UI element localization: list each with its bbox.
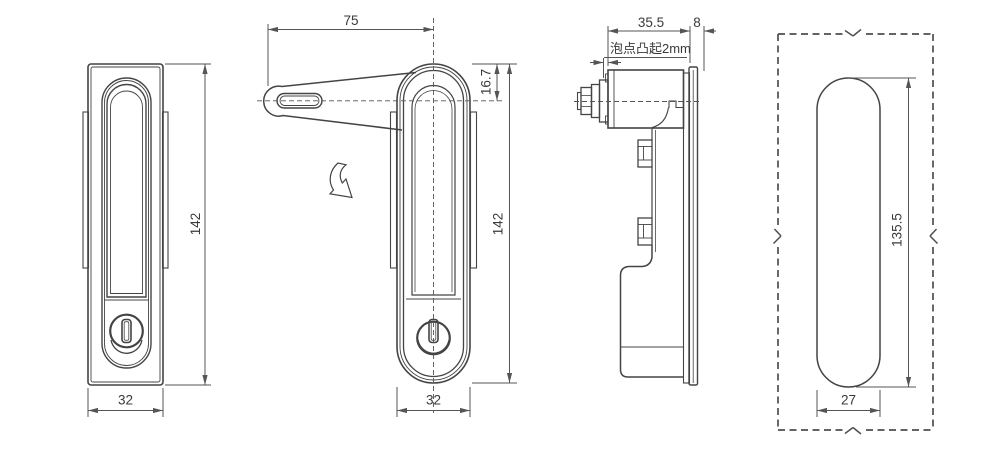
cylinder-nut — [580, 86, 593, 116]
bubble-note: 泡点凸起2mm — [610, 41, 691, 56]
bezel-lip — [682, 72, 691, 384]
dim-front-open-width: 32 — [426, 393, 441, 408]
clip-upper — [637, 139, 653, 168]
bezel-inner — [90, 66, 161, 383]
panel-border — [777, 33, 934, 431]
keyhole — [121, 318, 132, 344]
view-front-open — [257, 18, 503, 413]
lock-cylinder — [109, 313, 144, 349]
housing-block — [607, 69, 685, 129]
dim-side-panel: 8 — [693, 15, 701, 30]
break-marks — [772, 28, 939, 435]
dim-front-open-handle-length: 75 — [343, 13, 358, 28]
left-tab — [389, 111, 398, 269]
view-side — [574, 66, 701, 386]
handle-inner — [110, 90, 143, 294]
dim-front-closed-width: 32 — [118, 393, 133, 408]
view-front-closed-dims — [87, 63, 211, 417]
cylinder-recess — [417, 339, 450, 354]
view-front-open-dims — [267, 24, 517, 417]
view-front-closed — [82, 63, 169, 386]
cam-body — [619, 245, 684, 378]
view-panel-cutout — [772, 28, 939, 435]
dim-front-open-top-offset: 16.7 — [479, 69, 494, 95]
pocket-floor — [411, 84, 456, 296]
view-panel-cutout-dims — [816, 77, 916, 417]
right-tab — [469, 111, 478, 269]
body-outer — [396, 63, 471, 384]
dim-front-closed-height: 142 — [188, 213, 203, 236]
recess-inner — [104, 80, 149, 366]
rotation-arrow-icon — [328, 162, 353, 199]
view-side-dims — [590, 26, 716, 78]
dim-cutout-height: 135.5 — [890, 213, 905, 247]
recess-outer — [101, 77, 152, 369]
dim-cutout-width: 27 — [841, 393, 856, 408]
clip-lower — [637, 217, 653, 246]
bubble-point — [605, 73, 609, 83]
handle — [106, 83, 147, 298]
cylinder-recess — [110, 339, 143, 354]
dim-front-open-height: 142 — [491, 213, 506, 236]
bezel-outer — [87, 63, 164, 386]
dim-side-depth: 35.5 — [638, 15, 664, 30]
cutout-slot — [816, 77, 881, 388]
handle-arm — [262, 71, 417, 131]
